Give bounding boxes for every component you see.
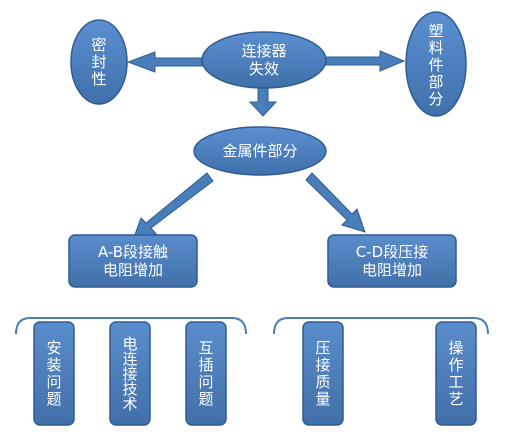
arrow-right: [325, 50, 406, 72]
node-plastic-part-label: 塑料件部分: [426, 22, 445, 108]
node-sealing-shape: [70, 19, 128, 105]
node-connector-failure-shape: [201, 31, 327, 89]
node-electrical-connection-label: 电连接技术: [120, 336, 139, 411]
arrow-down-center: [248, 87, 278, 117]
node-metal-part-shape: [193, 126, 327, 176]
arrow-left: [126, 51, 207, 73]
node-process-label: 操作工艺: [446, 339, 465, 408]
node-cd-shape: [327, 234, 457, 288]
node-crimp-shape: [302, 321, 344, 426]
node-process-shape: [435, 321, 477, 426]
node-connector-failure-label: 连接器 失效: [241, 42, 287, 78]
node-ab-shape: [68, 234, 198, 288]
node-install-shape: [33, 321, 75, 426]
node-crimp-quality-label: 压接质量: [313, 339, 332, 408]
node-plastic-part-shape: [405, 11, 467, 117]
node-metal-part-label: 金属件部分: [222, 142, 298, 160]
node-cd-resistance-label: C-D段压接 电阻增加: [355, 243, 429, 279]
node-ab-resistance-label: A-B段接触 电阻增加: [97, 243, 169, 279]
bracket-left: [15, 317, 247, 335]
node-electrical-shape: [109, 321, 151, 426]
node-sealing-label: 密封性: [89, 36, 108, 88]
node-mating-issue-label: 互插问题: [196, 339, 215, 408]
arrow-diag-right: [305, 172, 366, 233]
arrow-diag-left: [132, 172, 214, 241]
node-mating-shape: [185, 321, 227, 426]
node-install-issue-label: 安装问题: [44, 339, 63, 408]
bracket-right: [273, 317, 489, 335]
